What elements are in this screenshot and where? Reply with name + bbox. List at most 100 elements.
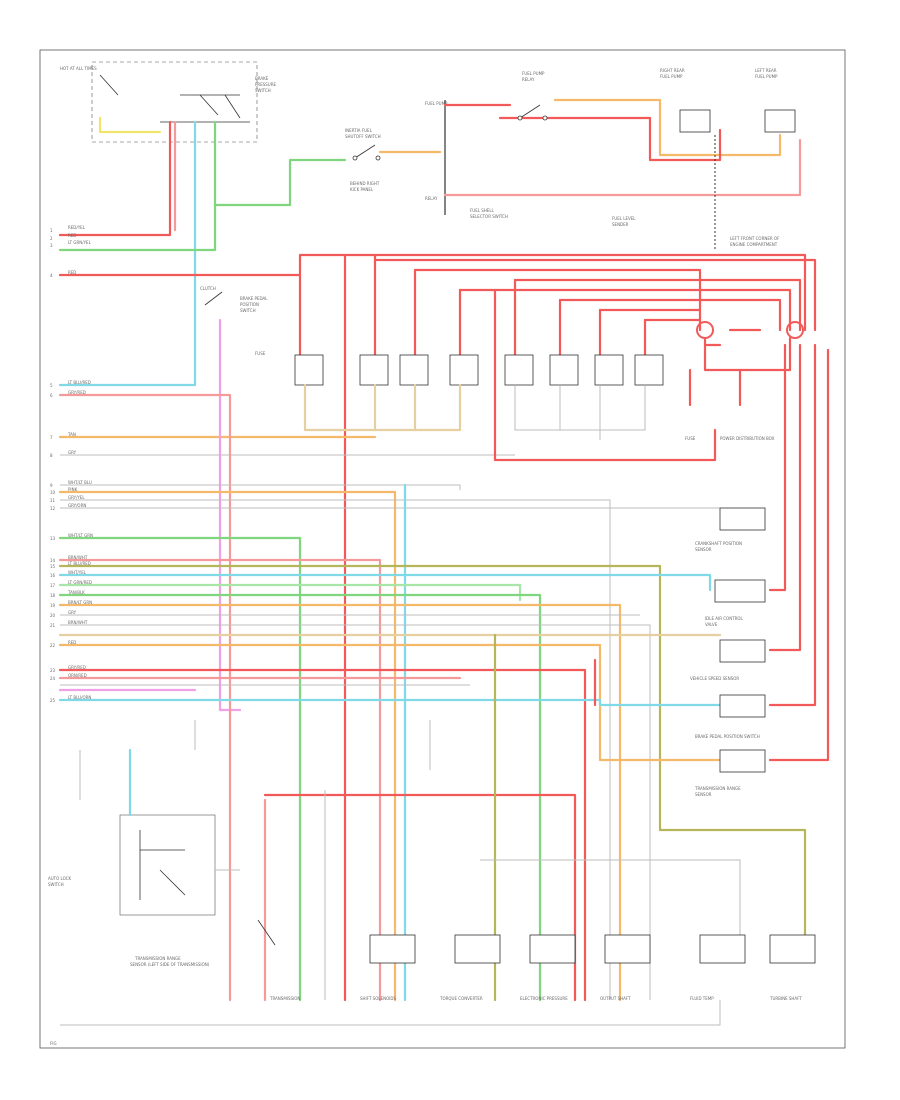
svg-text:TURBINE SHAFT: TURBINE SHAFT [769, 996, 802, 1001]
wire-label: LT BLU/RED [68, 380, 91, 385]
pin-number: 21 [50, 623, 56, 628]
wire-label: BRN/WHT [68, 555, 88, 560]
pin-number: 2 [50, 236, 53, 241]
svg-text:SELECTOR SWITCH: SELECTOR SWITCH [470, 214, 508, 219]
svg-text:FLUID TEMP: FLUID TEMP [690, 996, 714, 1001]
svg-text:BRAKE PEDAL POSITION SWITCH: BRAKE PEDAL POSITION SWITCH [695, 734, 760, 739]
pin-number: 4 [50, 273, 53, 278]
svg-text:RIGHT REAR: RIGHT REAR [660, 68, 685, 73]
svg-text:FUEL PUMP: FUEL PUMP [660, 74, 683, 79]
svg-text:SWITCH: SWITCH [240, 308, 256, 313]
svg-text:FUSE: FUSE [255, 351, 266, 356]
diagram-border [39, 49, 846, 1049]
wire-label: LT GRN/RED [68, 580, 92, 585]
svg-text:SHIFT SOLENOIDS: SHIFT SOLENOIDS [360, 996, 397, 1001]
wire-label: LT BLU/ORN [68, 695, 91, 700]
relay-row: FUSE [255, 351, 664, 386]
wire-label: WHT/YEL [68, 570, 87, 575]
svg-text:CRANKSHAFT POSITION: CRANKSHAFT POSITION [695, 541, 742, 546]
wire-label: RED/YEL [68, 225, 86, 230]
svg-text:AUTO LOCK: AUTO LOCK [48, 876, 72, 881]
svg-text:HOT AT ALL TIMES: HOT AT ALL TIMES [60, 66, 97, 71]
wire-label: PINK [68, 487, 78, 492]
svg-text:POSITION: POSITION [240, 302, 259, 307]
pin-number: 14 [50, 558, 56, 563]
wire-label: GRY [68, 610, 77, 615]
fuel-pump-right: RIGHT REAR FUEL PUMP [660, 68, 711, 133]
pin-number: 10 [50, 490, 56, 495]
svg-text:PRESSURE: PRESSURE [255, 82, 277, 87]
svg-text:TORQUE CONVERTER: TORQUE CONVERTER [439, 996, 483, 1001]
wire-label: GRY [68, 450, 77, 455]
wire-label: GRY/ORN [68, 503, 86, 508]
page-code: FIG [50, 1041, 57, 1046]
pin-number: 22 [50, 643, 56, 648]
svg-text:IDLE AIR CONTROL: IDLE AIR CONTROL [705, 616, 744, 621]
wire-label: TAN [67, 432, 76, 437]
pin-number: 15 [50, 564, 56, 569]
pin-number: 18 [50, 593, 56, 598]
svg-text:FUEL SHELL: FUEL SHELL [470, 208, 495, 213]
pin-number: 8 [50, 453, 53, 458]
svg-text:LEFT REAR: LEFT REAR [755, 68, 777, 73]
svg-text:RELAY: RELAY [425, 196, 438, 201]
pin-number: 5 [50, 383, 53, 388]
svg-text:SWITCH: SWITCH [48, 882, 64, 887]
svg-text:BRAKE PEDAL: BRAKE PEDAL [240, 296, 268, 301]
brake-switch: CLUTCH BRAKE PEDAL POSITION SWITCH [200, 286, 268, 313]
svg-text:SENSOR: SENSOR [695, 547, 712, 552]
wire-label: BRN/LT GRN [68, 600, 92, 605]
wire-label: TAN/BLK [67, 590, 85, 595]
pin-number: 16 [50, 573, 56, 578]
pin-number: 6 [50, 393, 53, 398]
pin-number: 13 [50, 536, 56, 541]
pin-number: 7 [50, 435, 53, 440]
svg-text:KICK PANEL: KICK PANEL [350, 187, 374, 192]
svg-text:INERTIA FUEL: INERTIA FUEL [345, 128, 373, 133]
wire-label: LT GRN/YEL [68, 240, 92, 245]
svg-text:FUEL PUMP: FUEL PUMP [755, 74, 778, 79]
svg-text:VEHICLE SPEED SENSOR: VEHICLE SPEED SENSOR [690, 676, 739, 681]
wire-label: WHT/LT GRN [68, 533, 93, 538]
svg-text:SENSOR: SENSOR [695, 792, 712, 797]
wire-label: WHT/LT BLU [68, 480, 92, 485]
svg-text:TRANSMISSION RANGE: TRANSMISSION RANGE [134, 956, 181, 961]
svg-text:FUEL PUMP: FUEL PUMP [425, 101, 448, 106]
svg-text:VALVE: VALVE [705, 622, 718, 627]
pin-number: 3 [50, 243, 53, 248]
pin-number: 9 [50, 483, 53, 488]
svg-text:OUTPUT SHAFT: OUTPUT SHAFT [600, 996, 631, 1001]
pin-number: 11 [50, 498, 56, 503]
svg-text:SWITCH: SWITCH [255, 88, 271, 93]
wire-label: GRY/YEL [68, 495, 85, 500]
svg-text:SENSOR (LEFT SIDE OF TRANSMISS: SENSOR (LEFT SIDE OF TRANSMISSION) [130, 962, 210, 967]
wire-label: GRY/RED [68, 665, 86, 670]
svg-text:POWER DISTRIBUTION BOX: POWER DISTRIBUTION BOX [720, 436, 775, 441]
svg-text:TRANSMISSION RANGE: TRANSMISSION RANGE [694, 786, 741, 791]
wire-label: GRY/RED [68, 390, 86, 395]
fuel-pump-switch: FUEL PUMP RELAY FUEL SHELL SELECTOR SWIT… [470, 71, 636, 227]
pin-number: 12 [50, 506, 56, 511]
svg-text:FUSE: FUSE [685, 436, 696, 441]
wire-label: RED [68, 233, 76, 238]
bottom-components: TRANSMISSION SHIFT SOLENOIDS TORQUE CONV… [257, 919, 816, 1001]
svg-text:FUEL PUMP: FUEL PUMP [522, 71, 545, 76]
svg-text:SENDER: SENDER [612, 222, 629, 227]
svg-text:SHUTOFF SWITCH: SHUTOFF SWITCH [345, 134, 381, 139]
wire-label: BRN/WHT [68, 620, 88, 625]
wire-label: RED [68, 270, 76, 275]
trs-box: TRANSMISSION RANGE SENSOR (LEFT SIDE OF … [48, 814, 216, 967]
inertia-switch: INERTIA FUEL SHUTOFF SWITCH BEHIND RIGHT… [345, 128, 381, 192]
svg-text:BRAKE: BRAKE [255, 76, 269, 81]
wire-label: RED [68, 640, 76, 645]
ignition-switch: HOT AT ALL TIMES BRAKE PRESSURE SWITCH [60, 61, 277, 143]
pin-number: 25 [50, 698, 56, 703]
pin-number: 24 [50, 676, 56, 681]
svg-text:RELAY: RELAY [522, 77, 535, 82]
svg-text:ENGINE COMPARTMENT: ENGINE COMPARTMENT [730, 242, 778, 247]
pin-number: 1 [50, 228, 53, 233]
svg-text:TRANSMISSION: TRANSMISSION [269, 996, 300, 1001]
pin-number: 23 [50, 668, 56, 673]
